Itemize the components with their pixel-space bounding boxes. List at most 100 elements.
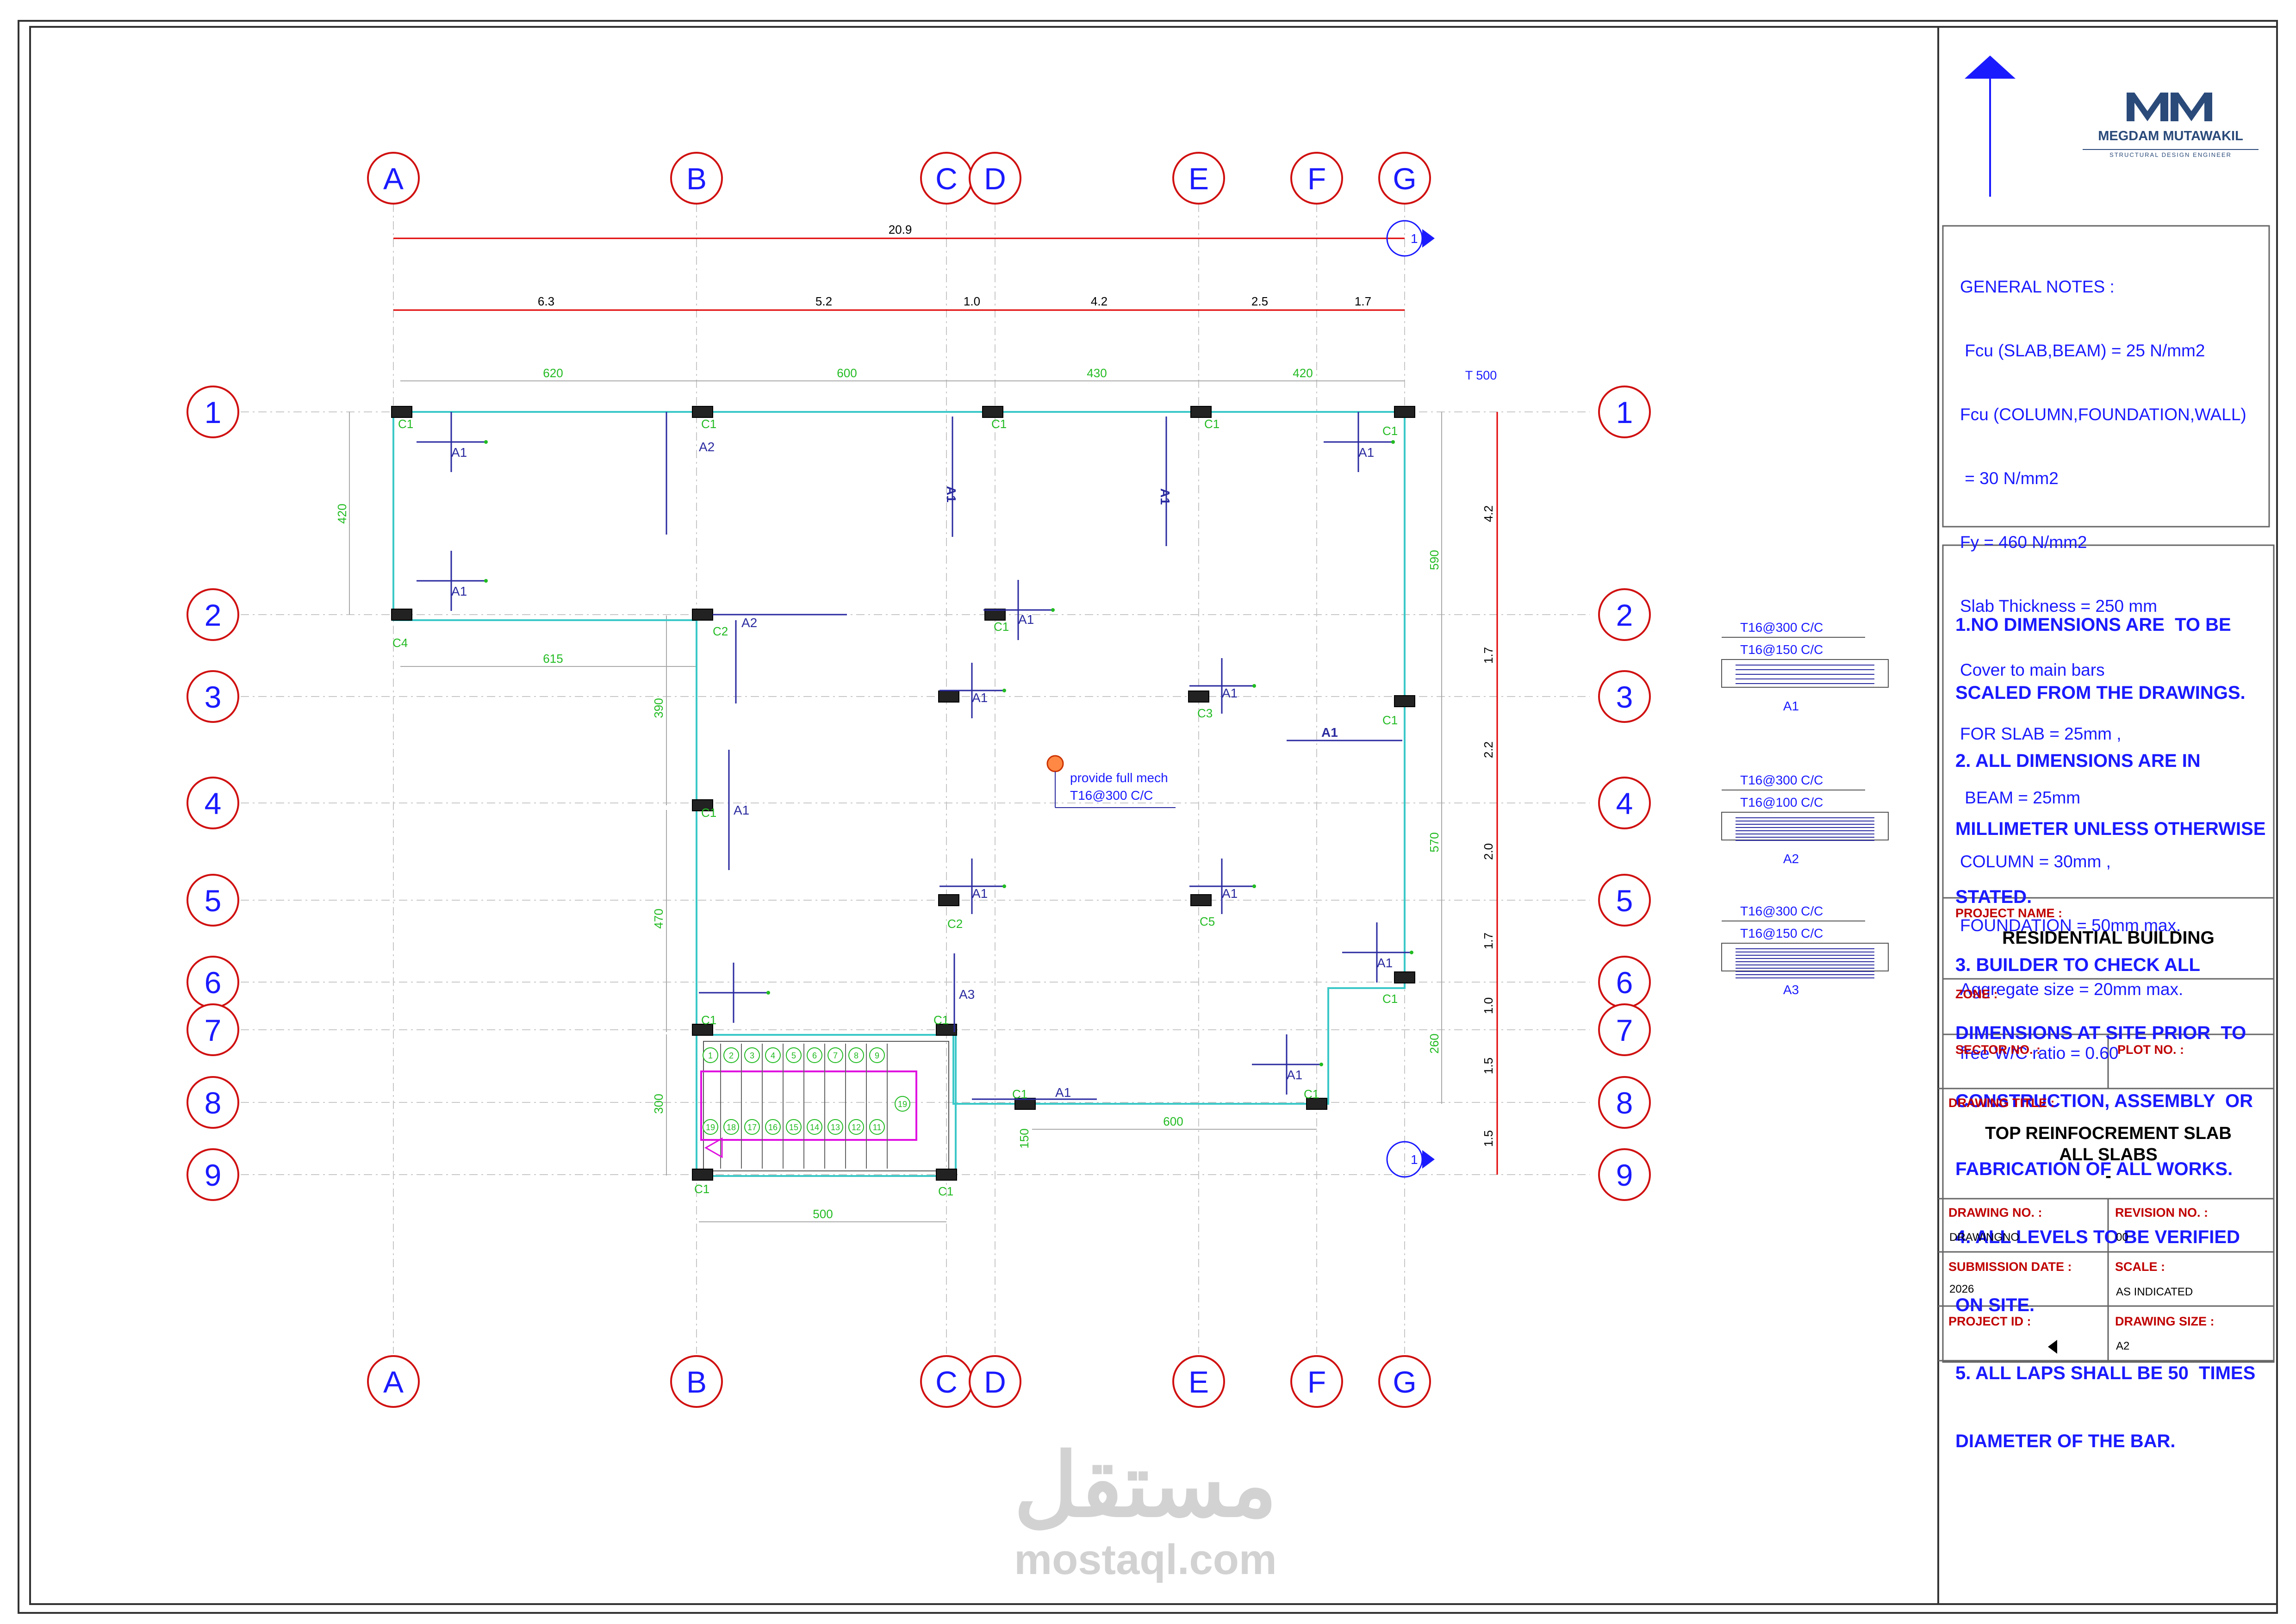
dim-slab-600: 600 <box>837 366 857 380</box>
rule-line: 1.NO DIMENSIONS ARE TO BE <box>1955 615 2231 635</box>
plot-label: PLOT NO. : <box>2117 1043 2184 1057</box>
column <box>1190 406 1212 418</box>
column <box>692 1169 713 1181</box>
column <box>692 609 713 621</box>
project-id-label: PROJECT ID : <box>1948 1314 2031 1328</box>
column <box>391 609 412 621</box>
legend-top-bar: T16@300 C/C <box>1740 620 1823 635</box>
stair-step-number: 2 <box>729 1051 734 1060</box>
grid-label-col: E <box>1188 162 1209 196</box>
stair-step-bubble <box>703 1047 718 1063</box>
grid-bubble-row <box>1598 1148 1651 1201</box>
logo <box>2127 93 2212 121</box>
stair-step-bubble <box>807 1047 822 1063</box>
stair-step-bubble <box>765 1047 781 1063</box>
legend-top-bar: T16@300 C/C <box>1740 773 1823 787</box>
rebar-label: A1 <box>1321 725 1338 740</box>
grid-bubble-row <box>187 588 239 641</box>
column <box>1014 1098 1036 1110</box>
grid-bubble-row <box>187 777 239 829</box>
mesh-note: provide full mech T16@300 C/C <box>1046 755 1176 808</box>
stair-step-bubble <box>703 1119 718 1135</box>
stair-step-number: 8 <box>854 1051 859 1060</box>
dim-570: 570 <box>1427 832 1441 852</box>
grid-label-col: G <box>1393 1365 1416 1399</box>
grid-bubble-row <box>1598 588 1651 641</box>
dim-right-8: 1.5 <box>1481 1130 1495 1147</box>
rule-line: FABRICATION OF ALL WORKS. <box>1955 1159 2233 1179</box>
grid-bubble-row <box>1598 386 1651 438</box>
column-label: C1 <box>398 417 413 431</box>
rebar-label: A2 <box>699 440 715 454</box>
column-label: C1 <box>1382 424 1398 438</box>
stair-step-number: 9 <box>875 1051 879 1060</box>
grid-label-row: 8 <box>1616 1086 1633 1120</box>
grid-label-row: 3 <box>205 680 222 714</box>
column-label: C1 <box>1382 713 1398 727</box>
dim-260: 260 <box>1427 1033 1441 1053</box>
grid-label-row: 4 <box>205 786 222 821</box>
stair-step-bubble <box>848 1119 864 1135</box>
stair-step-bubble <box>807 1119 822 1135</box>
grid-label-row: 5 <box>205 884 222 918</box>
column <box>391 406 412 418</box>
grid-bubble-col <box>969 1355 1021 1408</box>
stair-direction-arrow-icon <box>704 1137 723 1158</box>
column-label: C1 <box>701 806 716 820</box>
project-name-label: PROJECT NAME : <box>1955 906 2063 920</box>
stair-step-bubble <box>723 1119 739 1135</box>
rule-line: CONSTRUCTION, ASSEMBLY OR <box>1955 1091 2253 1111</box>
dim-500: 500 <box>813 1207 833 1221</box>
stair-step-number: 7 <box>833 1051 838 1060</box>
column-label: C2 <box>713 624 728 638</box>
rule-line: 3. BUILDER TO CHECK ALL <box>1955 955 2200 975</box>
grid-bubble-row <box>187 670 239 723</box>
dim-390: 390 <box>652 698 666 718</box>
stair-step-number: 19 <box>706 1123 715 1132</box>
general-notes-line: FOR SLAB = 25mm , <box>1960 724 2122 743</box>
stair-step-number: 15 <box>789 1123 798 1132</box>
watermark-arabic: مستقل <box>1014 1437 1277 1535</box>
general-notes-line: FOUNDATION = 50mm max. <box>1960 916 2181 935</box>
grid-bubble-row <box>1598 1003 1651 1056</box>
rebar-label: A1 <box>972 691 988 705</box>
rebar-label: A1 <box>734 803 749 817</box>
legend-bottom-bar: T16@100 C/C <box>1740 795 1823 809</box>
column <box>938 691 959 703</box>
scale-label: SCALE : <box>2115 1260 2165 1274</box>
dim-right-6: 1.0 <box>1481 997 1495 1014</box>
dim-overall: 20.9 <box>889 223 912 236</box>
drawing-size: A2 <box>2116 1340 2130 1352</box>
grid-bubble-row <box>1598 874 1651 927</box>
grid-bubble-col <box>367 152 420 205</box>
grid-label-col: B <box>686 162 707 196</box>
stair-step-number: 5 <box>791 1051 796 1060</box>
column-label: C1 <box>701 1013 716 1027</box>
column <box>692 406 713 418</box>
dim-150: 150 <box>1017 1128 1031 1148</box>
section-marker-top-label: 1 <box>1411 231 1418 246</box>
grid-label-row: 1 <box>205 395 222 429</box>
stair-step-bubble <box>848 1047 864 1063</box>
grid-bubble-col <box>670 152 723 205</box>
dim-615: 615 <box>543 652 563 666</box>
column <box>692 1024 713 1036</box>
title-block-frames <box>1938 225 2275 1363</box>
legend-bottom-bar: T16@150 C/C <box>1740 642 1823 657</box>
stair-step-number: 11 <box>873 1123 882 1132</box>
rebar-label: A1 <box>1222 886 1238 901</box>
zone-label: ZONE : <box>1955 987 1998 1001</box>
general-notes-line: GENERAL NOTES : <box>1960 277 2115 296</box>
column-label: C1 <box>938 1184 953 1198</box>
general-notes-line: Slab Thickness = 250 mm <box>1960 597 2158 616</box>
general-notes-line: Fy = 460 N/mm2 <box>1960 533 2087 552</box>
legend-name: A3 <box>1783 983 1799 997</box>
column <box>984 609 1006 621</box>
rule-line: 2. ALL DIMENSIONS ARE IN <box>1955 751 2201 771</box>
stair-step-bubble <box>786 1047 802 1063</box>
section-marker-bottom-label: 1 <box>1411 1152 1418 1167</box>
logo-mark-icon <box>2127 93 2212 121</box>
grid-bubble-row <box>187 386 239 438</box>
